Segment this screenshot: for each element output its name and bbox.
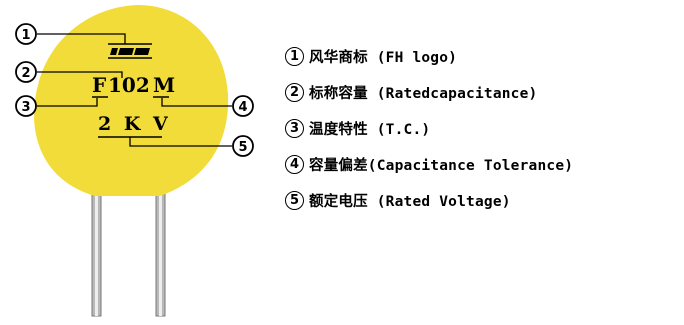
legend-number: 3 <box>285 118 304 138</box>
legend-item-tolerance: 4 容量偏差(Capacitance Tolerance) <box>285 146 680 182</box>
legend-label: 温度特性 (T.C.) <box>309 121 431 138</box>
tolerance-letter: M <box>153 73 175 97</box>
lead-right-highlight <box>159 186 162 316</box>
legend-label: 额定电压 (Rated Voltage) <box>309 193 511 210</box>
legend-item-temperature: 3 温度特性 (T.C.) <box>285 110 680 146</box>
legend-item-logo: 1 风华商标 (FH logo) <box>285 38 680 74</box>
callout-2-number: 2 <box>21 66 30 81</box>
leader-1 <box>37 33 126 44</box>
callout-2: 2 <box>15 61 37 83</box>
callout-3: 3 <box>15 95 37 117</box>
capacitor-leads <box>91 185 166 317</box>
legend-item-voltage: 5 额定电压 (Rated Voltage) <box>285 182 680 218</box>
leader-lines <box>37 33 232 147</box>
callout-3-number: 3 <box>21 100 30 115</box>
leader-2 <box>37 71 123 78</box>
callout-4-number: 4 <box>238 100 247 115</box>
callout-4: 4 <box>232 95 254 117</box>
legend-number: 2 <box>285 82 304 102</box>
legend-label: 风华商标 (FH logo) <box>309 49 458 66</box>
legend-item-capacitance: 2 标称容量 (Ratedcapacitance) <box>285 74 680 110</box>
lead-left-highlight <box>95 186 98 316</box>
leader-3 <box>37 98 98 107</box>
leader-4 <box>161 98 232 107</box>
callout-1-number: 1 <box>21 28 30 43</box>
legend-label: 标称容量 (Ratedcapacitance) <box>309 85 538 102</box>
series-letter: F <box>92 73 106 97</box>
legend-number: 1 <box>285 46 304 66</box>
legend-number: 4 <box>285 154 304 174</box>
legend: 1 风华商标 (FH logo) 2 标称容量 (Ratedcapacitanc… <box>285 38 680 218</box>
callout-1: 1 <box>15 23 37 45</box>
leader-5 <box>129 137 232 147</box>
fh-logo-icon <box>108 43 152 59</box>
callout-5: 5 <box>232 135 254 157</box>
capacitor-body <box>34 5 229 196</box>
capacitance-value: 102 <box>108 73 150 97</box>
legend-label: 容量偏差(Capacitance Tolerance) <box>309 157 574 174</box>
voltage-rating: 2 K V <box>98 113 171 135</box>
legend-number: 5 <box>285 190 304 210</box>
callout-5-number: 5 <box>238 140 247 155</box>
